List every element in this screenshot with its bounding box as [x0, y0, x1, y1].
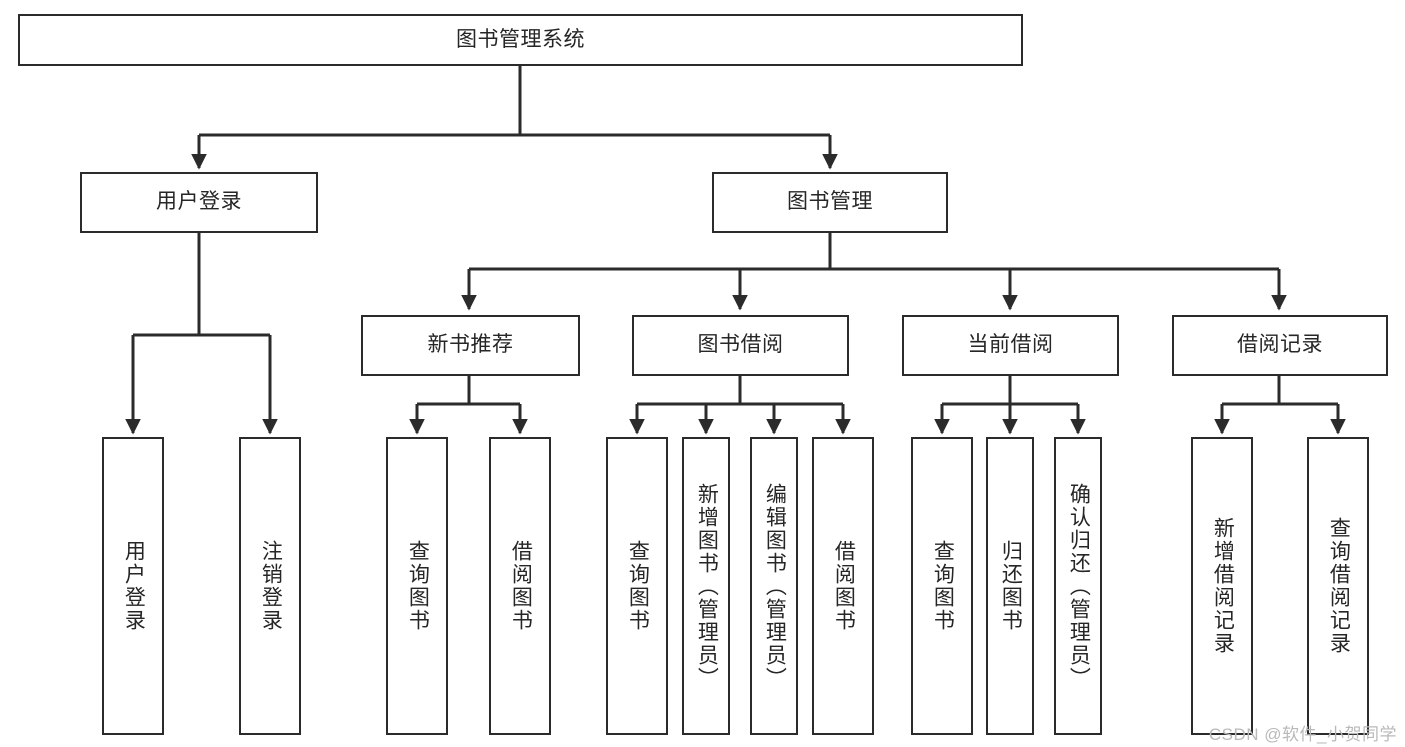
leaf-user-login-login[interactable]: 用户登录	[102, 437, 164, 735]
leaf-current-borrow-query-book[interactable]: 查询图书	[911, 437, 973, 735]
leaf-current-borrow-return-book[interactable]: 归还图书	[986, 437, 1034, 735]
node-borrow-record[interactable]: 借阅记录	[1172, 315, 1388, 376]
node-label: 借阅图书	[509, 540, 533, 632]
leaf-book-borrow-query-book[interactable]: 查询图书	[606, 437, 668, 735]
node-label: 用户登录	[156, 190, 242, 214]
node-current-borrow[interactable]: 当前借阅	[902, 315, 1119, 376]
leaf-borrow-record-query-record[interactable]: 查询借阅记录	[1307, 437, 1369, 735]
leaf-new-book-borrow-book[interactable]: 借阅图书	[489, 437, 551, 735]
node-label: 注销登录	[259, 540, 283, 632]
node-label: 用户登录	[122, 540, 146, 632]
leaf-borrow-record-add-record[interactable]: 新增借阅记录	[1191, 437, 1253, 735]
leaf-new-book-query-book[interactable]: 查询图书	[386, 437, 448, 735]
node-label: 新书推荐	[427, 333, 514, 357]
leaf-book-borrow-edit-book-admin[interactable]: 编辑图书（管理员）	[750, 437, 798, 735]
node-label: 图书管理系统	[456, 27, 585, 51]
node-label: 查询图书	[626, 540, 650, 632]
node-label: 图书管理	[787, 190, 873, 214]
node-root-book-management-system[interactable]: 图书管理系统	[18, 14, 1023, 66]
node-label: 查询图书	[931, 540, 955, 632]
leaf-book-borrow-borrow-book[interactable]: 借阅图书	[812, 437, 874, 735]
node-label: 归还图书	[999, 540, 1023, 632]
node-label: 借阅记录	[1237, 333, 1323, 357]
node-label: 确认归还（管理员）	[1067, 482, 1091, 690]
node-user-login[interactable]: 用户登录	[80, 172, 318, 233]
node-label: 查询图书	[406, 540, 430, 632]
node-label: 编辑图书（管理员）	[763, 482, 787, 690]
node-label: 新增借阅记录	[1211, 517, 1235, 655]
leaf-user-login-logout[interactable]: 注销登录	[239, 437, 301, 735]
node-label: 借阅图书	[832, 540, 856, 632]
node-book-borrow[interactable]: 图书借阅	[632, 315, 849, 376]
leaf-book-borrow-add-book-admin[interactable]: 新增图书（管理员）	[682, 437, 730, 735]
node-label: 查询借阅记录	[1327, 517, 1351, 655]
node-label: 新增图书（管理员）	[695, 482, 719, 690]
leaf-current-borrow-confirm-return-admin[interactable]: 确认归还（管理员）	[1054, 437, 1102, 735]
node-book-management[interactable]: 图书管理	[712, 172, 948, 233]
node-new-book-recommend[interactable]: 新书推荐	[361, 315, 580, 376]
csdn-watermark: CSDN @软件_小贺同学	[1208, 725, 1397, 744]
node-label: 当前借阅	[967, 333, 1054, 357]
node-label: 图书借阅	[697, 333, 784, 357]
